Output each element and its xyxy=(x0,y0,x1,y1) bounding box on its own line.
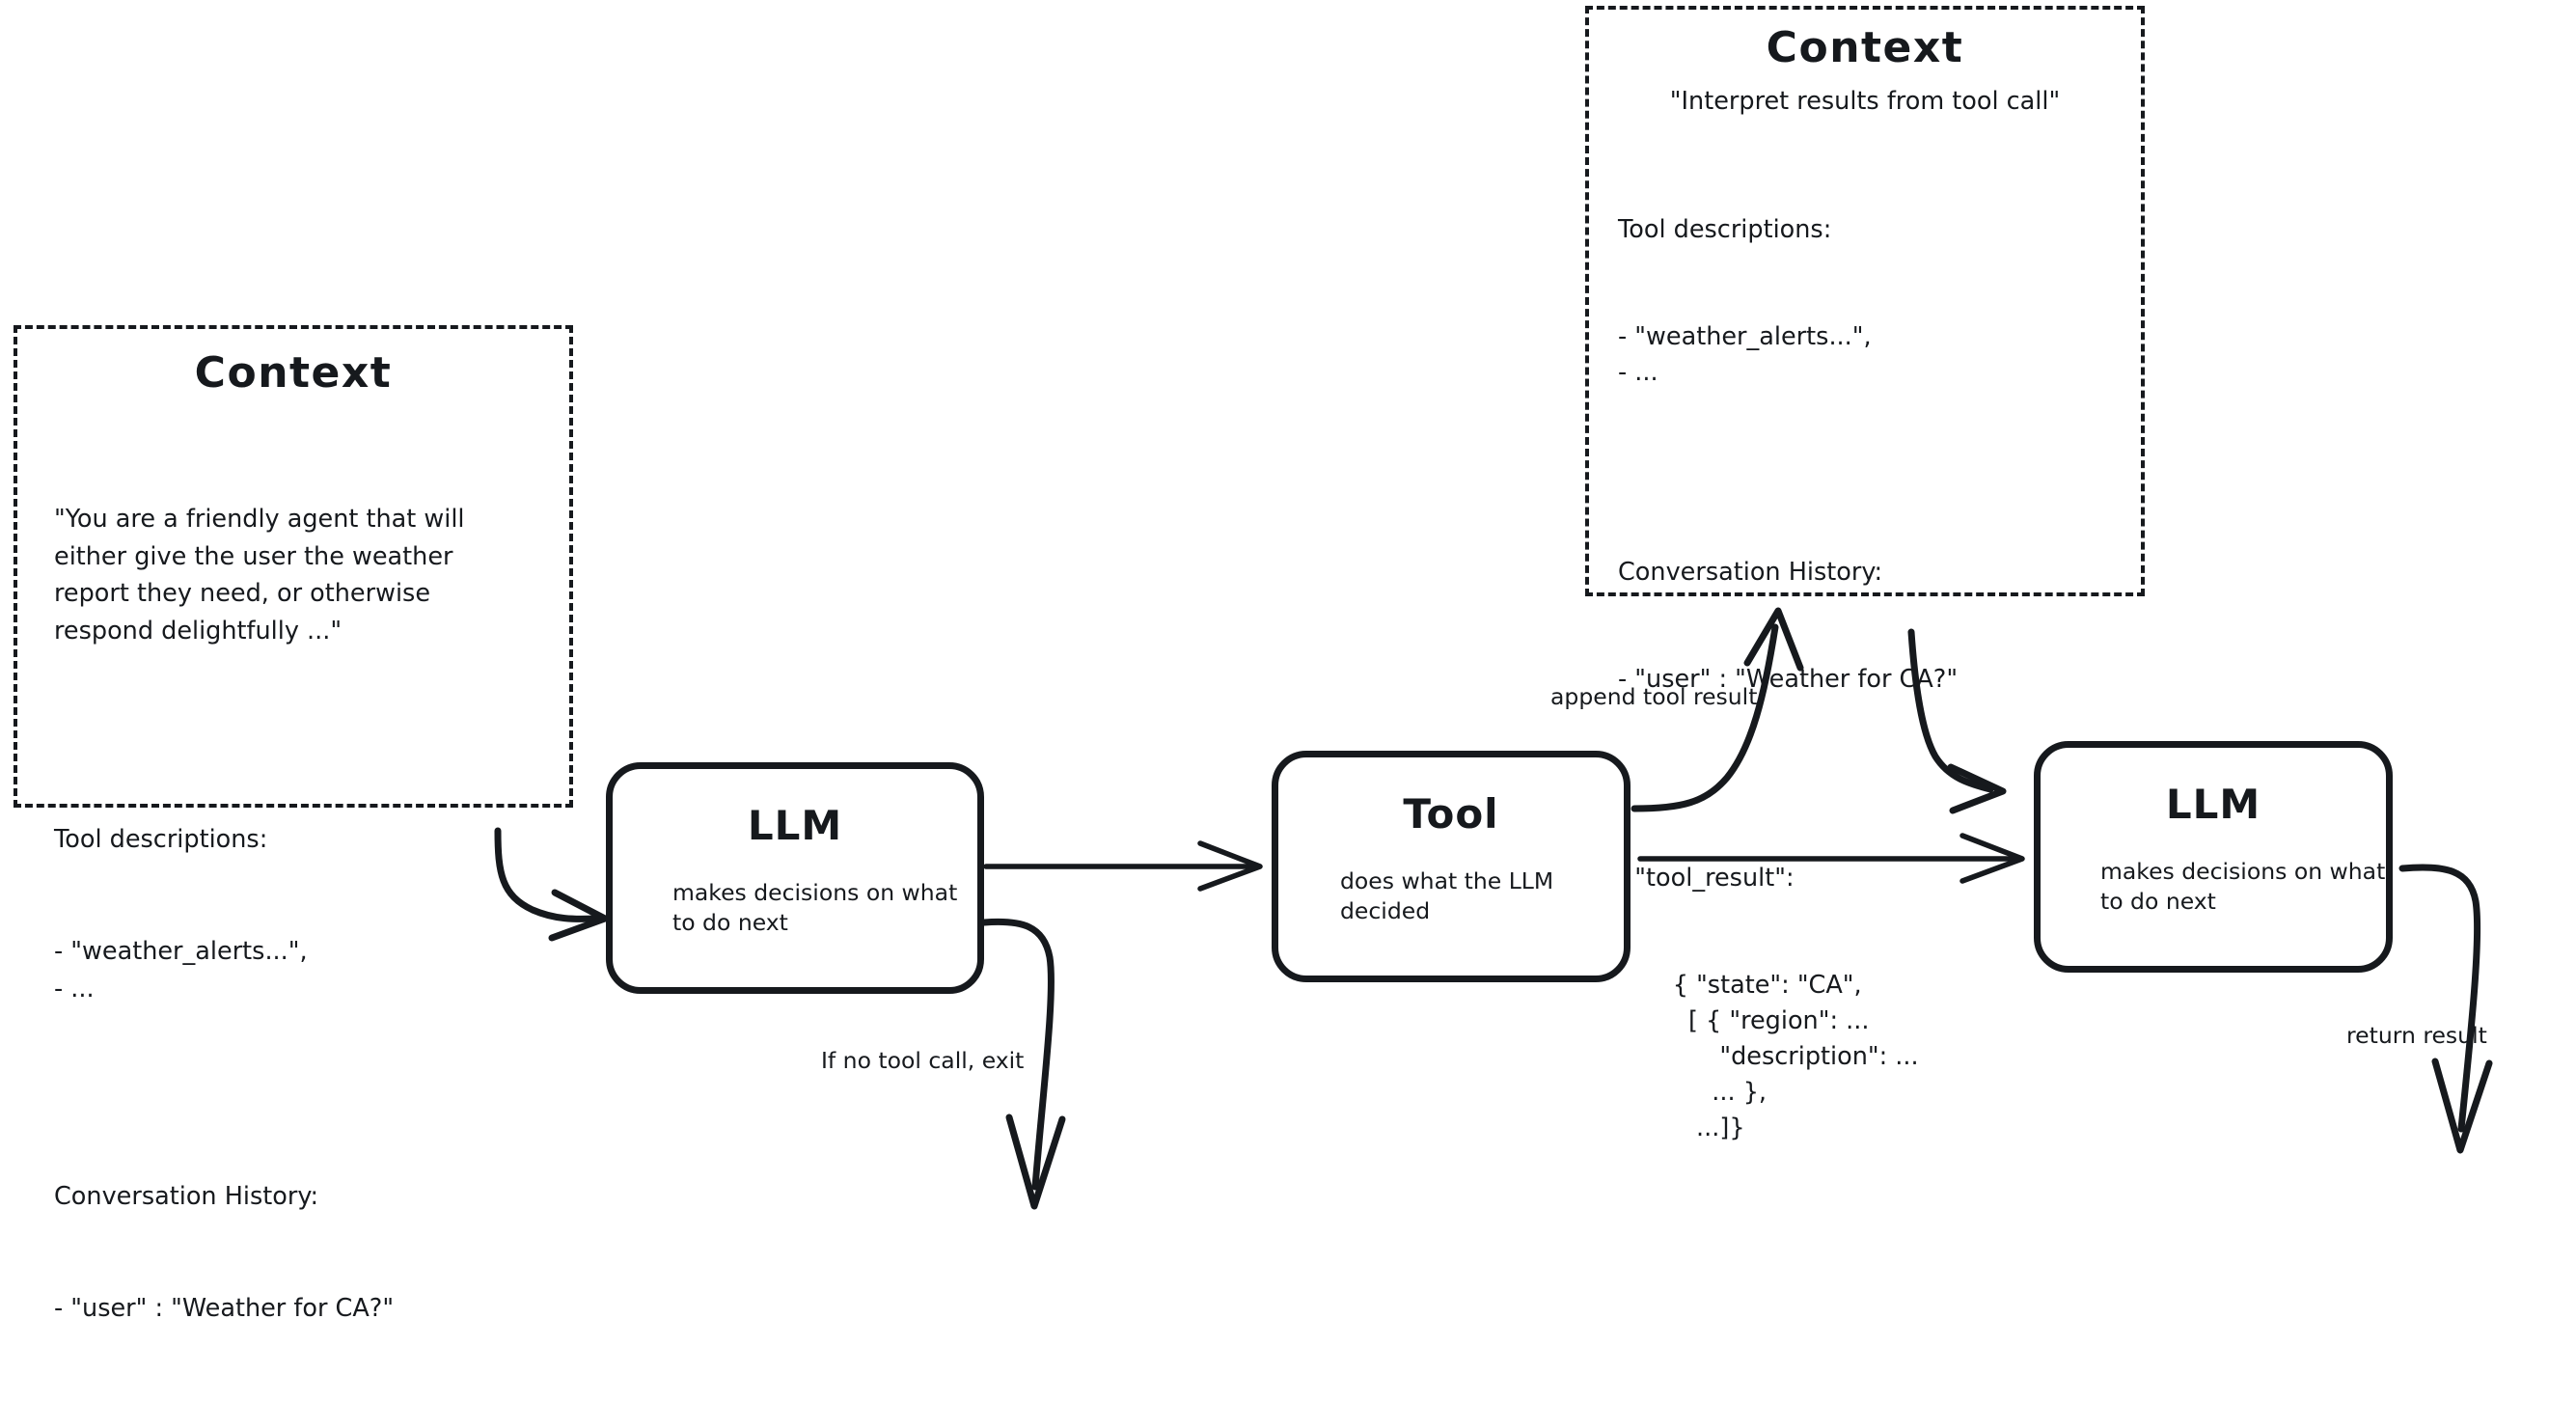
spacer xyxy=(54,1083,569,1104)
node-llm-second[interactable]: LLM makes decisions on what to do next xyxy=(2034,741,2393,973)
spacer xyxy=(54,725,569,746)
context-left-tools-heading: Tool descriptions: xyxy=(54,824,268,854)
node-tool[interactable]: Tool does what the LLM decided xyxy=(1272,751,1631,982)
node-llm-second-title: LLM xyxy=(2165,781,2261,828)
context-left-body: "You are a friendly agent that will eith… xyxy=(54,426,569,1402)
spacer xyxy=(1618,462,2141,483)
arrow-llm1-to-tool xyxy=(983,840,1263,892)
edge-label-append-tool-result: append tool result xyxy=(1550,683,1758,710)
arrow-llm2-return xyxy=(2398,864,2493,1154)
context-left-conversation-heading: Conversation History: xyxy=(54,1181,319,1211)
node-llm-second-subtitle: makes decisions on what to do next xyxy=(2100,858,2386,916)
context-left-title: Context xyxy=(194,348,393,398)
context-right-body: Tool descriptions: - "weather_alerts..."… xyxy=(1618,141,2141,1217)
node-tool-title: Tool xyxy=(1403,790,1499,838)
context-box-left: Context "You are a friendly agent that w… xyxy=(14,325,573,1323)
context-right-tools-heading: Tool descriptions: xyxy=(1618,215,1832,245)
context-left-conversation-items: - "user" : "Weather for CA?" xyxy=(54,1294,395,1324)
node-llm-first-subtitle: makes decisions on what to do next xyxy=(672,879,958,937)
node-llm-first[interactable]: LLM makes decisions on what to do next xyxy=(606,762,984,994)
node-llm-first-title: LLM xyxy=(747,802,843,849)
context-right-subtitle: "Interpret results from tool call" xyxy=(1669,87,2061,117)
node-tool-subtitle: does what the LLM decided xyxy=(1340,867,1554,925)
context-left-tools-items: - "weather_alerts...", - ... xyxy=(54,936,308,1003)
context-right-conversation-heading: Conversation History: xyxy=(1618,557,1883,587)
diagram-canvas: .stroke { fill: none; stroke: #16191d; s… xyxy=(14,6,2493,1323)
context-right-tool-result-json: { "state": "CA", [ { "region": ... "desc… xyxy=(1672,971,1919,1142)
edge-label-if-no-tool-call-exit: If no tool call, exit xyxy=(821,1047,1025,1074)
edge-label-return-result: return result xyxy=(2346,1022,2487,1049)
context-right-tools-items: - "weather_alerts...", - ... xyxy=(1618,322,1872,388)
context-right-conversation-user: - "user" : "Weather for CA?" xyxy=(1618,664,1959,694)
context-left-system-prompt: "You are a friendly agent that will eith… xyxy=(54,504,465,646)
context-box-right: Context "Interpret results from tool cal… xyxy=(1585,6,2145,1142)
context-right-title: Context xyxy=(1766,23,1964,72)
